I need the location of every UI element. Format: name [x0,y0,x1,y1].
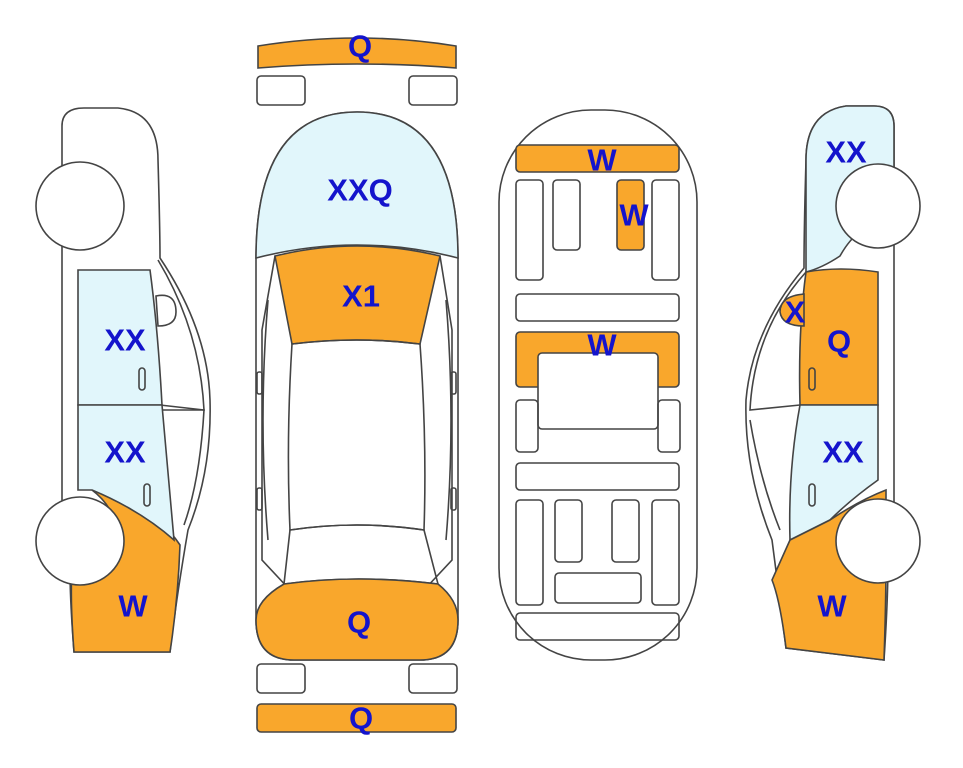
right-side-rear-window [749,419,781,531]
underbody-front-right-panel[interactable] [616,179,645,251]
right-rear-wheel [835,498,921,584]
front-bumper-panel[interactable] [257,37,457,69]
car-left-side-view [35,107,211,653]
pillar-left [261,255,291,591]
crossmember-rear [554,572,642,604]
chassis-rear-a [554,499,583,563]
hood-panel[interactable] [274,245,441,345]
crossmember-mid [515,462,680,491]
mirror-right [450,371,457,395]
right-side-front-window [749,271,807,411]
chassis-mid-right [657,399,681,453]
headlight-left [256,75,306,106]
car-right-side-view [745,105,921,661]
right-rear-handle [808,483,816,507]
right-front-handle [808,367,816,391]
trunk-panel[interactable] [255,578,459,661]
rear-underbody-plate [515,612,680,641]
left-front-handle [138,367,146,391]
underbody-outline [498,109,698,661]
roof-panel [287,339,426,531]
right-front-door-panel[interactable] [798,268,879,406]
car-underbody-view [498,109,698,661]
chassis-rail-left [515,179,544,281]
left-front-door-glass[interactable] [77,269,163,406]
left-side-front-window [157,259,205,411]
chassis-rail-right [651,179,680,281]
right-mirror-panel[interactable] [779,293,805,327]
crossmember-front [515,293,680,322]
right-front-wheel [835,163,921,249]
chassis-part-a [552,179,581,251]
taillight-right [408,663,458,694]
windshield-panel[interactable] [255,111,459,260]
chassis-rear-b [611,499,640,563]
left-rear-handle [143,483,151,507]
rear-bumper-panel[interactable] [256,703,457,733]
left-front-wheel [35,161,125,251]
rear-window [283,524,440,585]
door-line-right [445,299,452,541]
chassis-mid-left [515,399,539,453]
chassis-rear-left [515,499,544,606]
handle-right [450,487,457,511]
floor-panel [537,352,659,430]
underbody-front-panel[interactable] [515,144,680,173]
left-rear-wheel [35,496,125,586]
left-rear-door-glass[interactable] [77,404,175,542]
taillight-left [256,663,306,694]
chassis-rear-right [651,499,680,606]
handle-left [256,487,263,511]
headlight-right [408,75,458,106]
pillar-right [423,255,453,591]
left-side-mirror [155,294,177,327]
door-line-left [262,299,269,541]
left-side-rear-window [160,409,205,526]
mirror-left [256,371,263,395]
car-top-view [255,37,459,733]
